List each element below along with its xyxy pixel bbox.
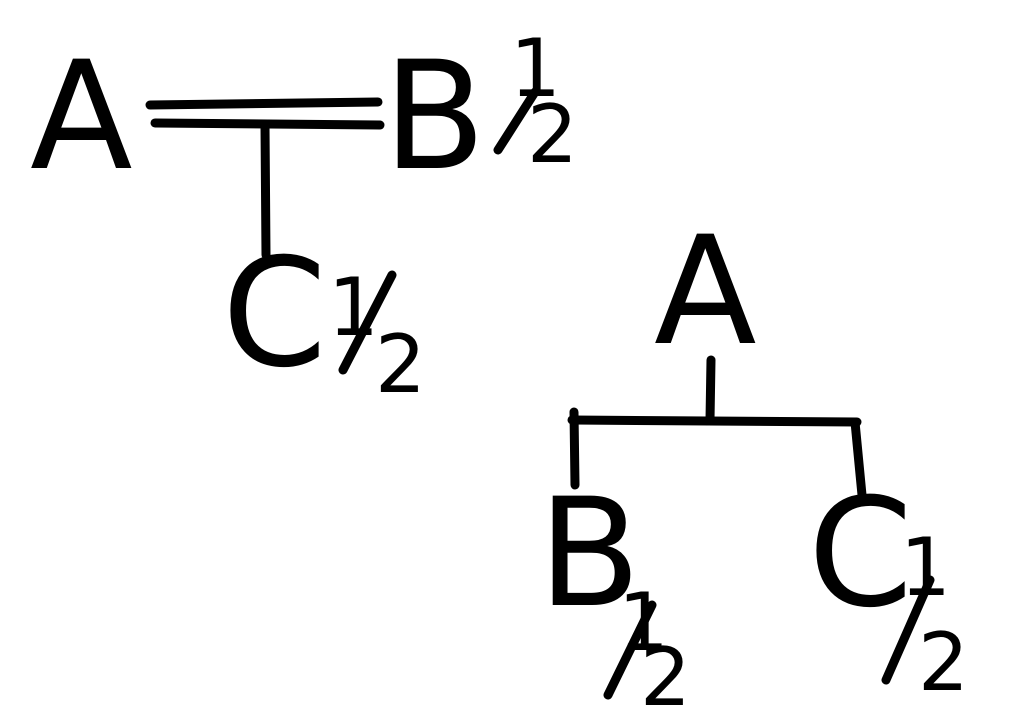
d2-node-c-fraction: 1 2: [881, 521, 969, 709]
d2-node-b-fraction-slash: [603, 600, 657, 700]
d1-node-c-fraction-slash: [338, 270, 397, 375]
d2-node-c-fraction-slash: [881, 575, 935, 685]
d1-node-b-fraction: 1 2: [493, 22, 578, 181]
d2-node-a-label: A: [654, 205, 757, 379]
d2-node-b-label: B: [538, 467, 641, 641]
d1-node-b-label: B: [383, 30, 486, 204]
diagram-one: A B 1 2 C 1 2: [30, 22, 578, 411]
d1-node-a-label: A: [30, 30, 133, 204]
d2-crossbar: [567, 415, 862, 427]
d2-right-branch: [850, 417, 867, 500]
d2-node-c-fraction-denominator: 2: [918, 616, 969, 709]
d2-node-c-label: C: [808, 467, 913, 641]
d1-node-b-fraction-slash: [493, 87, 540, 155]
d1-double-bond-top: [145, 97, 383, 110]
d2-left-branch: [569, 407, 580, 490]
diagram-two: A B 1 2 C 1 2: [538, 205, 969, 721]
d1-link-to-c: [260, 121, 271, 260]
d1-node-b-fraction-denominator: 2: [527, 88, 578, 181]
d2-node-b-fraction-denominator: 2: [640, 631, 691, 721]
d1-node-c-label: C: [222, 227, 327, 401]
d1-node-c-fraction-denominator: 2: [375, 318, 426, 411]
d1-node-c-fraction: 1 2: [328, 261, 426, 411]
d2-trunk: [705, 355, 716, 425]
d2-node-b-fraction: 1 2: [603, 576, 691, 721]
